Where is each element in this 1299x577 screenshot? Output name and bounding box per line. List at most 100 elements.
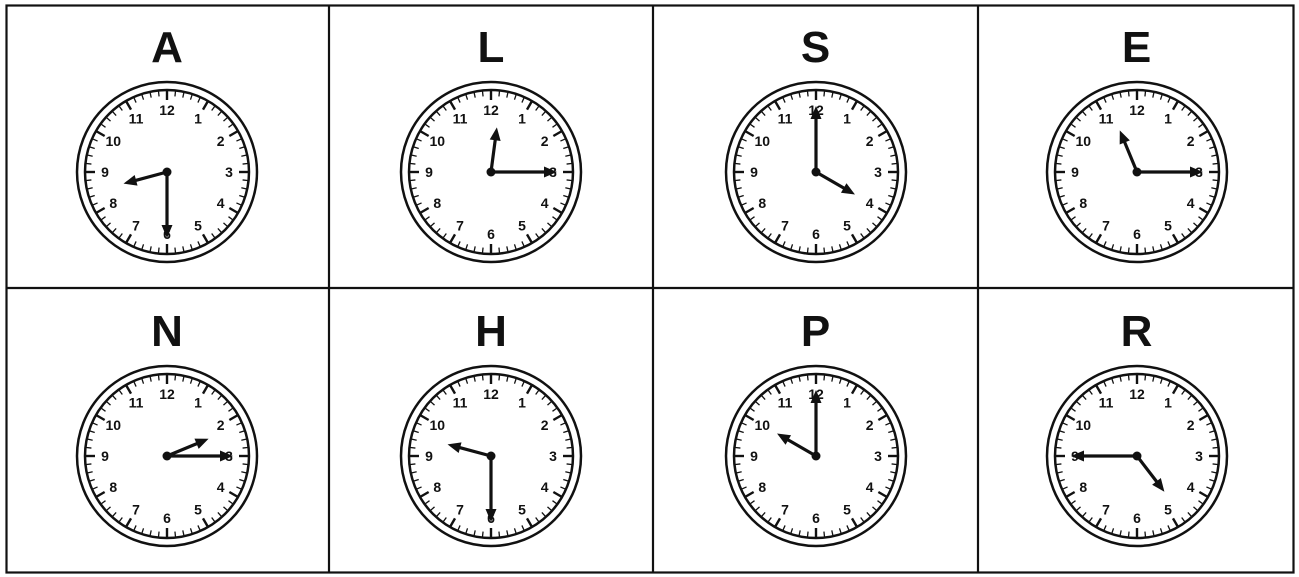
clock-tick <box>1128 375 1129 380</box>
clock-tick <box>159 248 160 253</box>
clock-numeral: 1 <box>194 110 202 126</box>
clock-numeral: 5 <box>518 502 526 518</box>
clock-tick <box>735 180 740 181</box>
clock-numeral: 2 <box>1186 133 1194 149</box>
clock-tick <box>86 164 91 165</box>
clock-tick <box>1212 464 1217 465</box>
clock-tick <box>1056 464 1061 465</box>
clock-numeral: 10 <box>754 133 770 149</box>
clock-tick <box>1144 91 1145 96</box>
clock-tick <box>243 464 248 465</box>
clock-numeral: 10 <box>1075 133 1091 149</box>
clock-numeral: 11 <box>1098 110 1113 126</box>
clock-numeral: 11 <box>777 110 792 126</box>
clock-tick <box>1144 532 1145 537</box>
clock-numeral: 10 <box>106 417 122 433</box>
clock-tick <box>807 532 808 537</box>
clock-numeral: 6 <box>812 226 820 242</box>
clock-numeral: 3 <box>549 448 557 464</box>
clock-numeral: 8 <box>1079 479 1087 495</box>
clock-numeral: 2 <box>865 417 873 433</box>
clock-numeral: 11 <box>453 394 468 410</box>
clock-tick <box>175 248 176 253</box>
clock-numeral: 4 <box>541 479 549 495</box>
clock-numeral: 2 <box>865 133 873 149</box>
clock-tick <box>735 464 740 465</box>
clock-face: 121234567891011 <box>399 364 583 548</box>
clock-numeral: 7 <box>132 218 140 234</box>
clock-face: 121234567891011 <box>399 80 583 264</box>
clock-numeral: 10 <box>430 133 446 149</box>
clock-numeral: 11 <box>453 110 468 126</box>
clock-tick <box>483 532 484 537</box>
clock-tick <box>159 532 160 537</box>
clock-tick <box>1128 532 1129 537</box>
clock-tick <box>891 180 896 181</box>
clock-tick <box>807 248 808 253</box>
clock-cell-h: H121234567891011 <box>329 288 653 574</box>
clock-tick <box>823 91 824 96</box>
clock-tick <box>86 180 91 181</box>
clock-tick <box>891 448 896 449</box>
clock-cell-s: S121234567891011 <box>653 4 978 288</box>
clock-numeral: 5 <box>1164 218 1172 234</box>
clock-center-pin <box>487 452 496 461</box>
clock-tick <box>86 464 91 465</box>
clock-numeral: 9 <box>750 448 758 464</box>
clock-center-pin <box>163 452 172 461</box>
clock-letter: L <box>329 26 653 70</box>
clock-cell-p: P121234567891011 <box>653 288 978 574</box>
clock-center-pin <box>811 168 820 177</box>
clock-numeral: 11 <box>1098 394 1113 410</box>
clock-numeral: 7 <box>456 218 464 234</box>
clock-tick <box>567 448 572 449</box>
clock-numeral: 3 <box>874 448 882 464</box>
clock-tick <box>567 464 572 465</box>
clock-numeral: 7 <box>1102 218 1110 234</box>
clock-tick <box>807 91 808 96</box>
clock-tick <box>243 180 248 181</box>
clock-numeral: 5 <box>843 502 851 518</box>
clock-numeral: 4 <box>865 195 873 211</box>
clock-tick <box>823 248 824 253</box>
clock-letter: E <box>978 26 1295 70</box>
clock-tick <box>823 532 824 537</box>
clock-numeral: 10 <box>754 417 770 433</box>
clock-face: 121234567891011 <box>1045 80 1229 264</box>
clock-numeral: 1 <box>843 394 851 410</box>
clock-tick <box>1056 448 1061 449</box>
clock-tick <box>410 448 415 449</box>
clock-numeral: 2 <box>217 417 225 433</box>
clock-numeral: 7 <box>456 502 464 518</box>
clock-tick <box>807 375 808 380</box>
clock-numeral: 8 <box>1079 195 1087 211</box>
clock-numeral: 10 <box>106 133 122 149</box>
clock-tick <box>410 180 415 181</box>
clock-numeral: 12 <box>1129 102 1145 118</box>
clock-center-pin <box>163 168 172 177</box>
clock-numeral: 10 <box>430 417 446 433</box>
clock-numeral: 8 <box>433 479 441 495</box>
clock-tick <box>243 448 248 449</box>
clock-tick <box>483 375 484 380</box>
clock-tick <box>1144 375 1145 380</box>
clock-numeral: 9 <box>425 164 433 180</box>
clock-numeral: 4 <box>217 479 225 495</box>
clock-numeral: 11 <box>777 394 792 410</box>
clock-cell-r: R121234567891011 <box>978 288 1295 574</box>
clock-letter: R <box>978 310 1295 354</box>
clock-tick <box>499 532 500 537</box>
clock-numeral: 6 <box>487 226 495 242</box>
clock-numeral: 8 <box>109 479 117 495</box>
clock-numeral: 3 <box>1195 448 1203 464</box>
clock-tick <box>1056 164 1061 165</box>
clock-numeral: 12 <box>483 386 499 402</box>
clock-letter: H <box>329 310 653 354</box>
clock-numeral: 2 <box>541 417 549 433</box>
clock-numeral: 12 <box>159 102 175 118</box>
clock-numeral: 4 <box>541 195 549 211</box>
clock-numeral: 6 <box>163 510 171 526</box>
clock-numeral: 1 <box>1164 394 1172 410</box>
clock-numeral: 10 <box>1075 417 1091 433</box>
clock-tick <box>1128 248 1129 253</box>
